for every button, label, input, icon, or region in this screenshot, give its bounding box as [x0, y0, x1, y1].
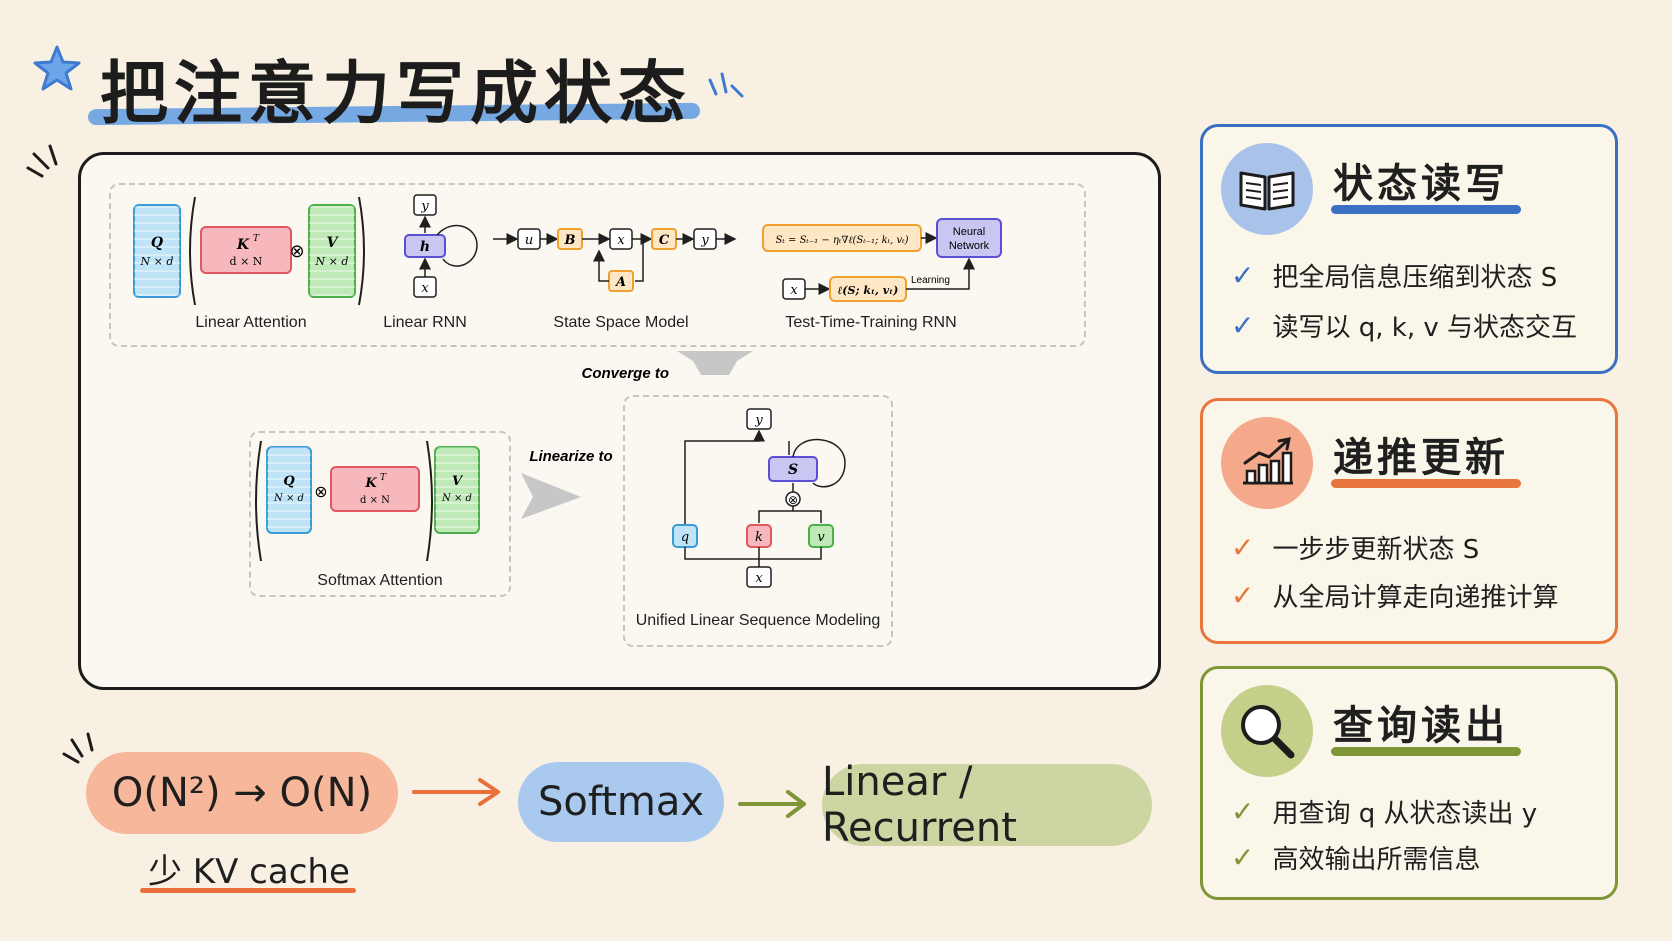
softmax-attention-diagram: Q N × d ⊗ K T d × N V N × d Softmax Atte… [255, 440, 480, 589]
complexity-blob: O(N²) → O(N) [86, 752, 398, 834]
kt-label: K [236, 237, 250, 253]
card-underline [1331, 205, 1521, 214]
v-dim: N × d [315, 255, 349, 268]
star-icon [33, 45, 81, 91]
svg-text:k: k [755, 530, 763, 545]
svg-text:q: q [681, 530, 689, 545]
check-icon: ✓ [1231, 795, 1255, 828]
card-state-rw: 状态读写 ✓ 把全局信息压缩到状态 S ✓ 读写以 q, k, v 与状态交互 [1200, 124, 1618, 374]
svg-text:T: T [380, 473, 387, 483]
kt-sup: T [253, 234, 260, 244]
bullet-item: ✓ 用查询 q 从状态读出 y [1231, 795, 1538, 829]
softmax-box [249, 431, 511, 597]
linearize-arrow [521, 473, 581, 519]
linearize-label: Linearize to [529, 448, 612, 465]
card-title: 状态读写 [1333, 161, 1509, 207]
top-methods-box [109, 183, 1086, 347]
check-icon: ✓ [1231, 259, 1255, 292]
bullet-item: ✓ 读写以 q, k, v 与状态交互 [1231, 309, 1578, 343]
sparkle-icon [62, 732, 94, 764]
bullet-item: ✓ 一步步更新状态 S [1231, 531, 1480, 565]
complexity-text: O(N²) → O(N) [111, 770, 373, 816]
svg-text:N × d: N × d [441, 493, 472, 504]
otimes-symbol: ⊗ [289, 241, 304, 262]
diagram-panel: Q N × d K T d × N ⊗ V N × d Linear Atten… [78, 152, 1161, 690]
ttt-label: Test-Time-Training RNN [785, 314, 956, 331]
linear-rnn-label: Linear RNN [383, 314, 467, 331]
bullet-item: ✓ 把全局信息压缩到状态 S [1231, 259, 1558, 293]
svg-text:y: y [754, 413, 763, 428]
book-icon [1221, 143, 1313, 235]
linear-recurrent-blob: Linear / Recurrent [822, 759, 1152, 851]
softmax-blob: Softmax [518, 762, 724, 842]
ttt-diagram: Sₜ = Sₜ₋₁ − ηₜ∇ℓ(Sₜ₋₁; kₜ, vₜ) Neural Ne… [762, 218, 1002, 331]
chart-icon [1221, 417, 1313, 509]
ssm-label: State Space Model [553, 314, 688, 331]
svg-text:x: x [755, 571, 763, 586]
unified-box [623, 395, 893, 647]
svg-text:A: A [614, 275, 626, 290]
svg-text:C: C [659, 233, 670, 248]
sparkle-icon [26, 144, 58, 178]
svg-text:h: h [420, 239, 430, 255]
svg-text:v: v [817, 530, 825, 545]
svg-text:Learning: Learning [911, 275, 950, 286]
softmax-text: Softmax [537, 779, 705, 825]
svg-text:S: S [788, 462, 798, 478]
svg-text:Neural: Neural [953, 226, 985, 238]
svg-text:x: x [617, 233, 625, 248]
card-underline [1331, 747, 1521, 756]
svg-text:y: y [420, 199, 429, 214]
card-title: 递推更新 [1333, 435, 1509, 481]
sparkle-icon [708, 72, 744, 98]
svg-text:Q: Q [283, 474, 295, 489]
q-label: Q [151, 235, 163, 251]
page-title: 把注意力写成状态 [100, 55, 693, 134]
svg-text:Network: Network [949, 240, 990, 252]
card-query-readout: 查询读出 ✓ 用查询 q 从状态读出 y ✓ 高效输出所需信息 [1200, 666, 1618, 900]
svg-text:ℓ(S; kₜ, vₜ): ℓ(S; kₜ, vₜ) [838, 284, 899, 297]
check-icon: ✓ [1231, 531, 1255, 564]
v-label: V [327, 235, 340, 251]
linear-rnn-diagram: y h x Linear RNN [383, 194, 478, 331]
bullet-item: ✓ 从全局计算走向递推计算 [1231, 579, 1559, 613]
kv-cache-note: 少 KV cache [148, 852, 350, 892]
svg-text:x: x [421, 281, 429, 296]
svg-text:⊗: ⊗ [314, 482, 327, 501]
arrow-right-icon [412, 778, 500, 806]
card-underline [1331, 479, 1521, 488]
check-icon: ✓ [1231, 579, 1255, 612]
check-icon: ✓ [1231, 841, 1255, 874]
arrow-right-icon [738, 790, 806, 818]
converge-arrow [677, 351, 753, 375]
svg-text:x: x [790, 283, 798, 298]
svg-text:N × d: N × d [273, 493, 304, 504]
svg-text:B: B [564, 233, 576, 248]
q-dim: N × d [140, 255, 174, 268]
ssm-diagram: u B x C y A State Space Model [493, 228, 737, 331]
svg-text:d × N: d × N [360, 495, 390, 506]
bullet-item: ✓ 高效输出所需信息 [1231, 841, 1481, 875]
svg-text:V: V [452, 474, 464, 489]
unified-label: Unified Linear Sequence Modeling [636, 612, 881, 629]
magnifier-icon [1221, 685, 1313, 777]
kv-cache-underline [140, 888, 356, 893]
unified-diagram: y S ⊗ q k v x Unified Linear Sequence Mo… [636, 408, 881, 629]
linear-recurrent-text: Linear / Recurrent [822, 759, 1017, 851]
svg-text:Sₜ = Sₜ₋₁ − ηₜ∇ℓ(Sₜ₋₁; kₜ, vₜ): Sₜ = Sₜ₋₁ − ηₜ∇ℓ(Sₜ₋₁; kₜ, vₜ) [776, 235, 909, 246]
diagram-svg: Q N × d K T d × N ⊗ V N × d Linear Atten… [133, 194, 1002, 629]
converge-label: Converge to [581, 365, 669, 382]
svg-text:y: y [700, 233, 709, 248]
svg-text:K: K [364, 476, 377, 491]
linear-attention-diagram: Q N × d K T d × N ⊗ V N × d Linear Atten… [133, 196, 365, 331]
card-title: 查询读出 [1333, 703, 1509, 749]
kt-dim: d × N [230, 255, 263, 268]
check-icon: ✓ [1231, 309, 1255, 342]
softmax-attention-label: Softmax Attention [317, 572, 442, 589]
card-recurrent-update: 递推更新 ✓ 一步步更新状态 S ✓ 从全局计算走向递推计算 [1200, 398, 1618, 644]
svg-text:u: u [525, 233, 533, 248]
linear-attention-label: Linear Attention [195, 314, 306, 331]
svg-text:⊗: ⊗ [788, 493, 798, 507]
